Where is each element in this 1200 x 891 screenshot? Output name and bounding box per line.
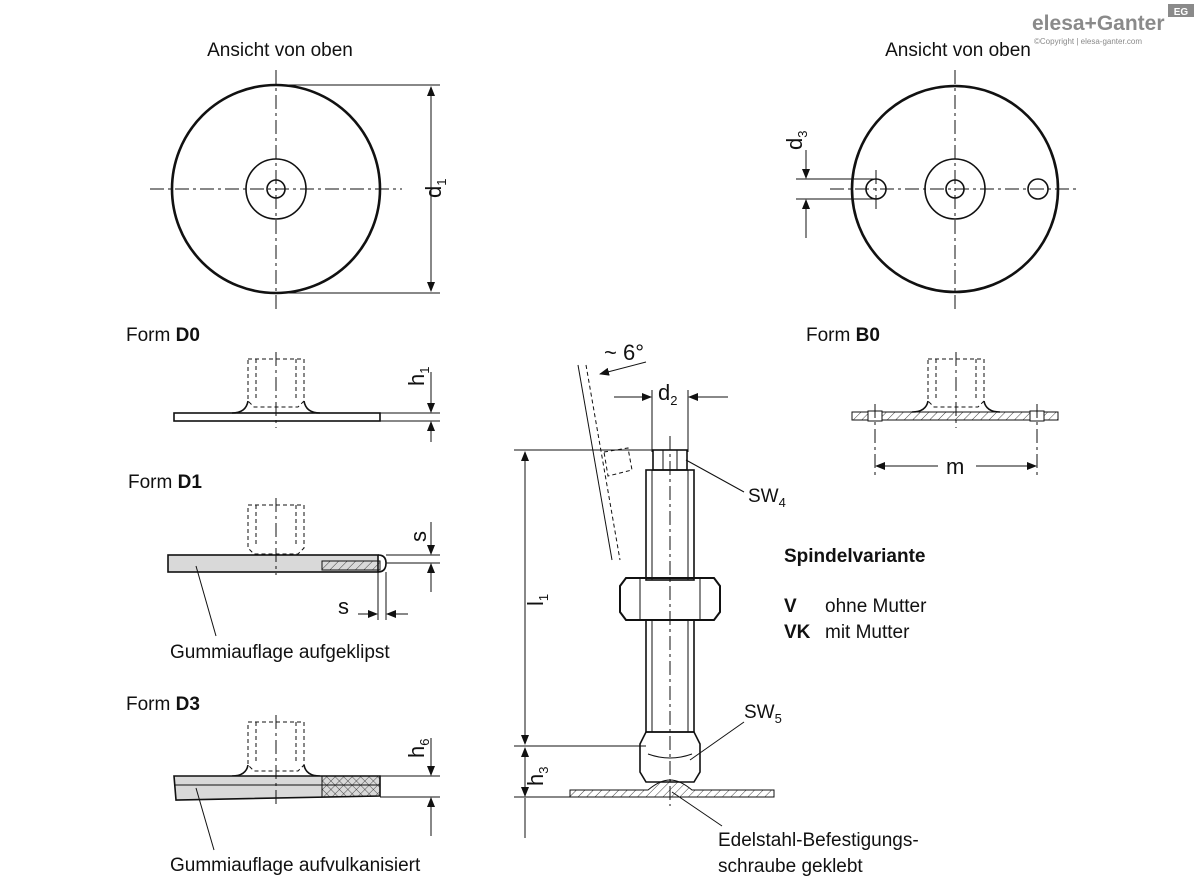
brand-name: elesa+Ganter (1032, 12, 1165, 35)
spindle-variants-legend: Spindelvariante V ohne Mutter VK mit Mut… (784, 546, 927, 643)
d0-fillet (231, 400, 321, 414)
angle-arrow (599, 361, 647, 376)
d1-plate-section (321, 560, 381, 571)
d1-hub (247, 504, 305, 555)
form-d0-label: Form D0 (126, 325, 200, 346)
rubber-clipped-leader (195, 565, 217, 637)
d3-vulcanized-section (321, 775, 381, 798)
d0-plate (173, 412, 381, 422)
spindle-base-plate (569, 779, 775, 798)
d0-hub (247, 358, 305, 408)
h3-label: h3 (523, 767, 551, 786)
top-view-right-title: Ansicht von oben (885, 40, 1031, 61)
variant-vk-code: VK (784, 622, 811, 643)
h1-label: h1 (404, 367, 432, 386)
angle-line-2 (585, 364, 621, 561)
form-d3: Form D3 h6 Gummiauflage aufvulkanisiert (126, 694, 440, 876)
sw4-leader (685, 459, 745, 493)
variant-vk-desc: mit Mutter (825, 622, 910, 643)
screw-leader (671, 791, 723, 827)
spindle-ball-joint (639, 731, 701, 783)
form-d1-label: Form D1 (128, 472, 202, 493)
d3-hub (247, 721, 305, 772)
screw-note-line2: schraube geklebt (718, 856, 863, 877)
spindle-nut (619, 577, 721, 621)
d3-label: d3 (782, 131, 810, 150)
angle-line-1 (577, 364, 613, 561)
variant-v-code: V (784, 596, 797, 617)
l1-label: l1 (523, 594, 551, 606)
rubber-vulcanized-note: Gummiauflage aufvulkanisiert (170, 855, 421, 876)
top-view-left: Ansicht von oben d1 (150, 40, 449, 310)
b0-plate (851, 411, 1059, 421)
m-label: m (946, 454, 964, 479)
d1-label: d1 (421, 179, 449, 198)
top-view-left-title: Ansicht von oben (207, 40, 353, 61)
form-b0-label: Form B0 (806, 325, 880, 346)
sw5-leader (689, 721, 745, 761)
form-d1: Form D1 s s Gummiauflage aufgeklipst (128, 472, 440, 663)
brand-logo: elesa+Ganter ©Copyright | elesa-ganter.c… (1032, 4, 1194, 46)
spindle-variants-title: Spindelvariante (784, 546, 926, 567)
s-vertical-label: s (406, 531, 431, 542)
rubber-clipped-note: Gummiauflage aufgeklipst (170, 642, 390, 663)
spindle-side-view: ~ 6° d2 l1 (514, 340, 919, 877)
top-view-right: Ansicht von oben d3 (782, 40, 1080, 310)
s-horizontal-label: s (338, 594, 349, 619)
tilted-head-ghost (603, 447, 633, 477)
variant-v-desc: ohne Mutter (825, 596, 927, 617)
screw-note-line1: Edelstahl-Befestigungs- (718, 830, 919, 851)
form-d0: Form D0 h1 (126, 325, 440, 442)
d2-label: d2 (658, 380, 677, 408)
ball-curve (647, 753, 693, 759)
angle-label: ~ 6° (604, 340, 644, 365)
copyright-text: ©Copyright | elesa-ganter.com (1034, 37, 1142, 46)
form-d3-label: Form D3 (126, 694, 200, 715)
sw4-label: SW4 (748, 486, 786, 510)
h6-label: h6 (404, 739, 432, 758)
badge-text: EG (1174, 7, 1189, 18)
rubber-vulcanized-leader (195, 787, 215, 851)
form-b0: Form B0 m (806, 325, 1059, 479)
b0-hub (927, 358, 985, 408)
badge-box (1168, 4, 1194, 17)
sw5-label: SW5 (744, 702, 782, 726)
